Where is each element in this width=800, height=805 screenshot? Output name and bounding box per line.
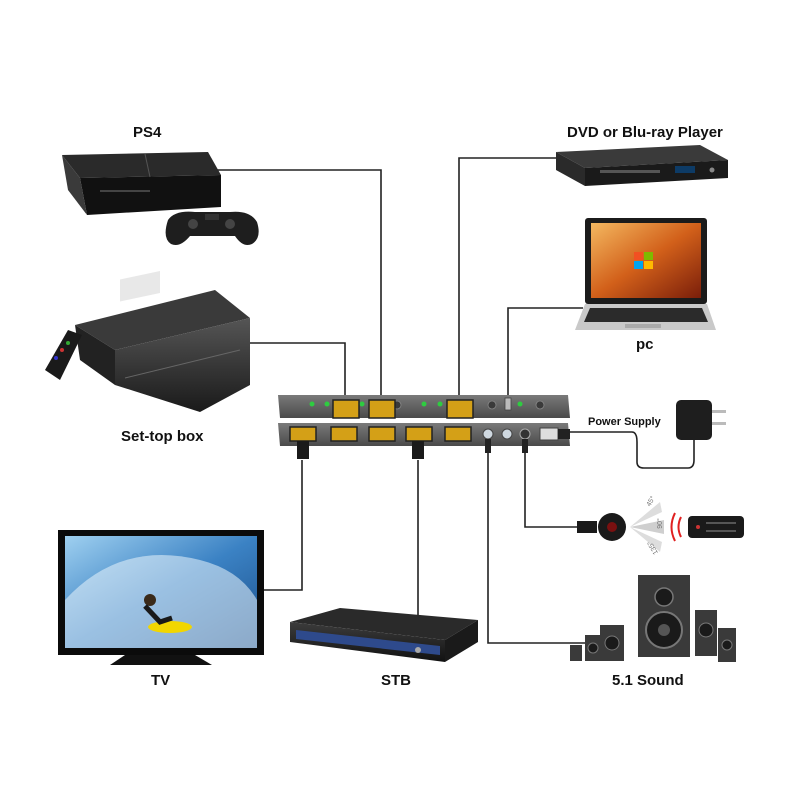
stb-receiver xyxy=(290,608,478,662)
settop-remote xyxy=(45,330,82,380)
ps4-console xyxy=(62,152,221,215)
pc-label: pc xyxy=(636,336,654,353)
ps4-label: PS4 xyxy=(133,124,162,141)
settop-box xyxy=(75,270,250,412)
cables xyxy=(215,157,695,644)
cable-pc xyxy=(507,307,583,402)
stb-label: STB xyxy=(381,672,411,689)
settop-label: Set-top box xyxy=(121,428,204,445)
cable-ir xyxy=(524,452,582,528)
ir-remote xyxy=(688,516,744,538)
matrix-switch-rear xyxy=(278,423,570,459)
ps4-controller xyxy=(165,211,259,245)
power-supply-label: Power Supply xyxy=(588,416,661,428)
cable-tv xyxy=(262,460,303,591)
cable-power xyxy=(570,431,695,469)
ir-angle-fan xyxy=(630,502,664,552)
sound-label: 5.1 Sound xyxy=(612,672,684,689)
ir-angle-label-2: 90° xyxy=(656,518,664,529)
matrix-switch-front xyxy=(278,395,570,419)
dvd-player xyxy=(556,145,728,186)
tv-screen xyxy=(58,530,264,665)
power-adapter xyxy=(676,400,726,440)
cable-sound xyxy=(487,452,593,644)
pc-laptop xyxy=(575,218,716,330)
surround-speakers xyxy=(570,575,736,662)
ir-receiver xyxy=(577,513,626,541)
cable-settop xyxy=(250,342,346,405)
cable-dvd xyxy=(458,157,558,405)
ir-signal-waves xyxy=(670,512,682,542)
tv-label: TV xyxy=(151,672,171,689)
dvd-label: DVD or Blu-ray Player xyxy=(567,124,723,141)
cable-ps4 xyxy=(215,169,382,405)
